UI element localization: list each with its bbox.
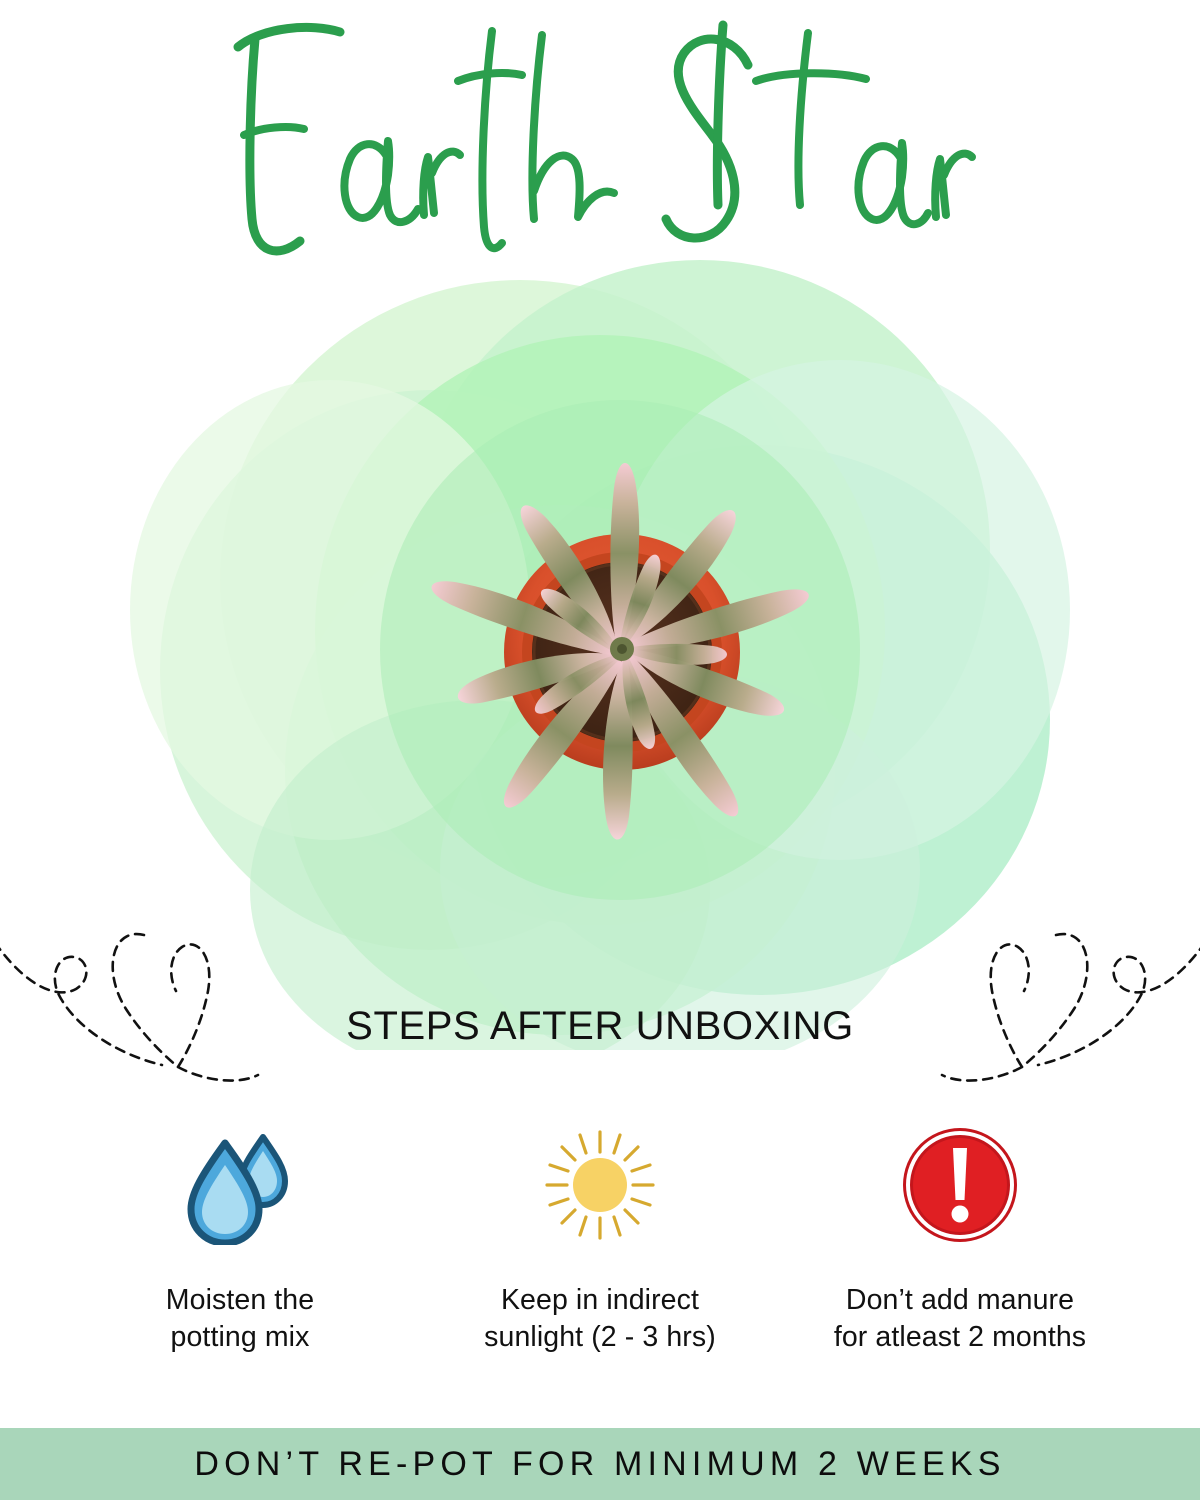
dashed-heart-swirl-left-icon xyxy=(0,905,332,1090)
sun-icon xyxy=(541,1120,659,1250)
water-drops-icon xyxy=(185,1120,295,1250)
step-caption-no-manure: Don’t add manure for atleast 2 months xyxy=(833,1284,1087,1354)
footer-banner: DON’T RE-POT FOR MINIMUM 2 WEEKS xyxy=(0,1428,1200,1500)
step-item-moisten: Moisten the potting mix xyxy=(60,1120,420,1380)
step-caption-sunlight: Keep in indirect sunlight (2 - 3 hrs) xyxy=(484,1284,716,1354)
plant-photo xyxy=(398,428,846,876)
warning-exclamation-icon xyxy=(901,1120,1019,1250)
step-caption-moisten: Moisten the potting mix xyxy=(165,1284,315,1354)
earth-star-plant-illustration xyxy=(431,462,809,840)
steps-divider-row: STEPS AFTER UNBOXING xyxy=(0,905,1200,1090)
footer-banner-text: DON’T RE-POT FOR MINIMUM 2 WEEKS xyxy=(194,1444,1006,1483)
step-item-sunlight: Keep in indirect sunlight (2 - 3 hrs) xyxy=(420,1120,780,1380)
title-script-earth-star xyxy=(233,20,976,256)
step-item-no-manure: Don’t add manure for atleast 2 months xyxy=(780,1120,1140,1380)
dashed-heart-swirl-right-icon xyxy=(868,905,1200,1090)
steps-grid: Moisten the potting mix xyxy=(60,1120,1140,1380)
page-title xyxy=(0,0,1200,290)
steps-heading: STEPS AFTER UNBOXING xyxy=(346,1004,854,1048)
